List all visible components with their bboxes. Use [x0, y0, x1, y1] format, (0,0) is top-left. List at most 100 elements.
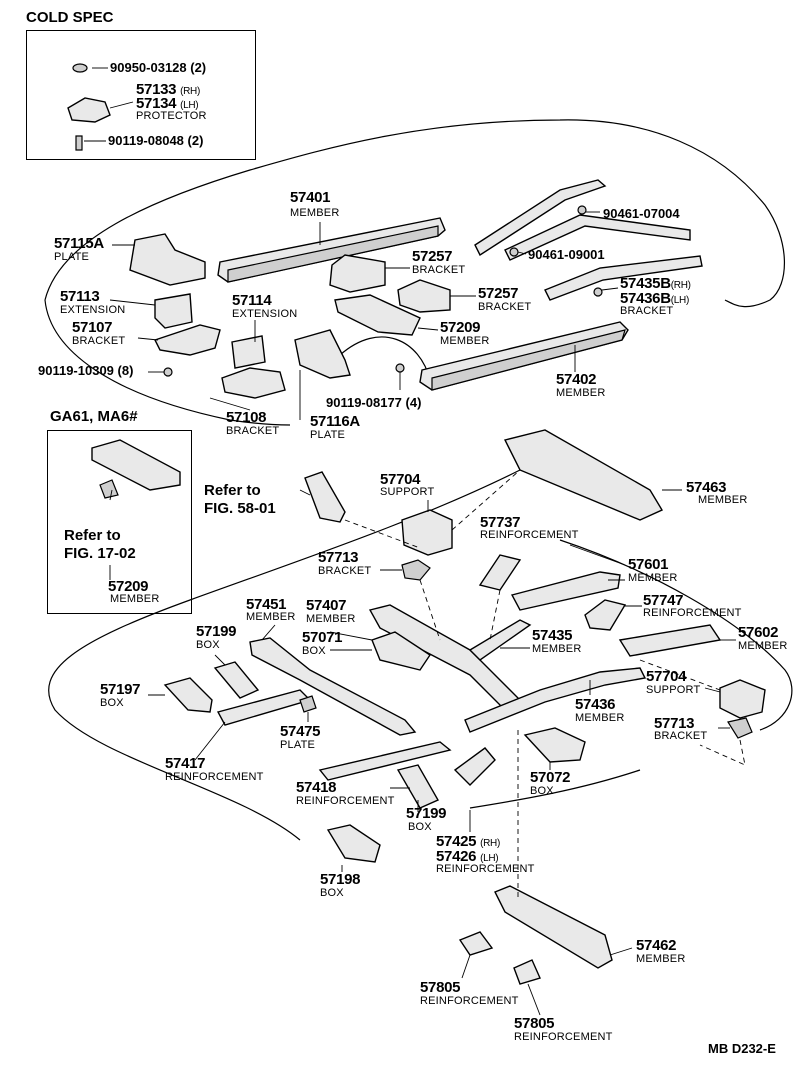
- label-57805b-name: REINFORCEMENT: [514, 1031, 613, 1043]
- label-57435b-number: 57435B(RH): [620, 275, 691, 292]
- label-90461-07004-number: 90461-07004: [603, 206, 680, 221]
- cold-spec-nut-part: [72, 63, 88, 73]
- label-57197-number: 57197: [100, 681, 141, 698]
- cold-spec-box: [26, 30, 256, 160]
- label-57401-number: 57401: [290, 189, 331, 206]
- leader-line: [517, 251, 527, 255]
- label-57199a-name: BOX: [196, 639, 220, 651]
- label-57602-number: 57602: [738, 624, 779, 641]
- bracket-57713a-part: [401, 559, 431, 581]
- leader-line: [109, 299, 156, 306]
- label-57257b-name: BRACKET: [478, 301, 532, 313]
- box-57197-part: [163, 677, 213, 713]
- label-57108-name: BRACKET: [226, 425, 280, 437]
- guide-line: [451, 469, 521, 531]
- cold-spec-protector-part: [67, 97, 111, 123]
- guide-line: [699, 739, 746, 766]
- reinforcement-57418-part: [318, 741, 452, 781]
- label-57209-number: 57209: [440, 319, 481, 336]
- rail-upper-b-part: [504, 214, 691, 261]
- label-57116a-number: 57116A: [310, 413, 360, 430]
- rail-upper-c-part: [544, 255, 703, 301]
- member-57601-part: [510, 571, 621, 611]
- label-57704b-number: 57704: [646, 668, 687, 685]
- clip-90461-09001-part: [509, 247, 519, 257]
- cold-spec-protector-lh-number: 57134 (LH): [136, 95, 199, 112]
- bracket-57107-part: [154, 324, 221, 356]
- ga61-part-name: MEMBER: [110, 593, 160, 605]
- label-57417-name: REINFORCEMENT: [165, 771, 264, 783]
- member-57602-part: [618, 624, 722, 657]
- label-57402-name: MEMBER: [556, 387, 606, 399]
- label-57199b-name: BOX: [408, 821, 432, 833]
- bracket-57713b-part: [727, 717, 753, 739]
- label-57418-name: REINFORCEMENT: [296, 795, 395, 807]
- label-57199b-number: 57199: [406, 805, 447, 822]
- label-57436-name: MEMBER: [575, 712, 625, 724]
- label-57407-number: 57407: [306, 597, 347, 614]
- label-57198-number: 57198: [320, 871, 361, 888]
- label-57747-name: REINFORCEMENT: [643, 607, 742, 619]
- member-57402-face: [431, 329, 626, 391]
- guide-line: [344, 519, 421, 549]
- member-57436-part: [464, 667, 647, 733]
- fig58-part: [304, 471, 346, 523]
- footer-code: MB D232-E: [708, 1041, 776, 1056]
- reinforcement-57417-part: [216, 689, 312, 726]
- label-57425-number: 57425 (RH): [436, 833, 500, 850]
- plate-57475-part: [299, 695, 317, 713]
- label-57462-number: 57462: [636, 937, 677, 954]
- label-57257a-number: 57257: [412, 248, 453, 265]
- label-57116a-name: PLATE: [310, 429, 346, 441]
- leader-line: [704, 687, 721, 693]
- label-57407-name: MEMBER: [306, 613, 356, 625]
- member-57435-part: [468, 619, 532, 661]
- leader-line: [261, 624, 276, 641]
- extension-57113-part: [154, 293, 193, 329]
- label-57435-name: MEMBER: [532, 643, 582, 655]
- upper-body-outline: [44, 119, 786, 426]
- clip-57435b-part: [593, 287, 603, 297]
- label-57113-name: EXTENSION: [60, 304, 126, 316]
- reinforcement-57747-part: [584, 599, 627, 631]
- reinforcement-57737-part: [478, 554, 522, 591]
- label-57199a-number: 57199: [196, 623, 237, 640]
- guide-line: [419, 579, 441, 641]
- member-57462-part: [494, 885, 613, 969]
- label-57713b-name: BRACKET: [654, 730, 708, 742]
- label-57463-name: MEMBER: [698, 494, 748, 506]
- rail-upper-a-part: [474, 179, 607, 257]
- label-57072-name: BOX: [530, 785, 554, 797]
- box-57071-part: [371, 631, 431, 671]
- cold-spec-protector-rh-number: 57133 (RH): [136, 81, 200, 98]
- leader-line: [461, 954, 471, 979]
- box-57199a-part: [213, 661, 260, 699]
- leader-line: [299, 489, 311, 496]
- label-57737-number: 57737: [480, 514, 521, 531]
- label-57713a-number: 57713: [318, 549, 359, 566]
- ga61-title: GA61, MA6#: [50, 408, 138, 425]
- bracket-57257b-part: [397, 279, 451, 313]
- label-57475-name: PLATE: [280, 739, 316, 751]
- ga61-ref-line1: Refer to: [64, 527, 121, 544]
- ga61-ref-line2: FIG. 17-02: [64, 545, 136, 562]
- label-57475-number: 57475: [280, 723, 321, 740]
- lower-body-outline: [48, 469, 793, 841]
- leader-line: [109, 489, 113, 501]
- bracket-57108-part: [221, 367, 286, 399]
- member-57463-part: [503, 429, 664, 521]
- label-57805a-name: REINFORCEMENT: [420, 995, 519, 1007]
- plate-57116a-part: [294, 329, 351, 379]
- label-57107-name: BRACKET: [72, 335, 126, 347]
- label-57209-name: MEMBER: [440, 335, 490, 347]
- box-57198-part: [326, 824, 381, 863]
- leader-line: [194, 721, 226, 761]
- plate-57115a-part: [129, 233, 206, 286]
- label-57704a-name: SUPPORT: [380, 486, 435, 498]
- label-57451-name: MEMBER: [246, 611, 296, 623]
- label-57602-name: MEMBER: [738, 640, 788, 652]
- cold-spec-title: COLD SPEC: [26, 9, 114, 26]
- leader-line: [569, 544, 626, 566]
- label-57451-number: 57451: [246, 596, 287, 613]
